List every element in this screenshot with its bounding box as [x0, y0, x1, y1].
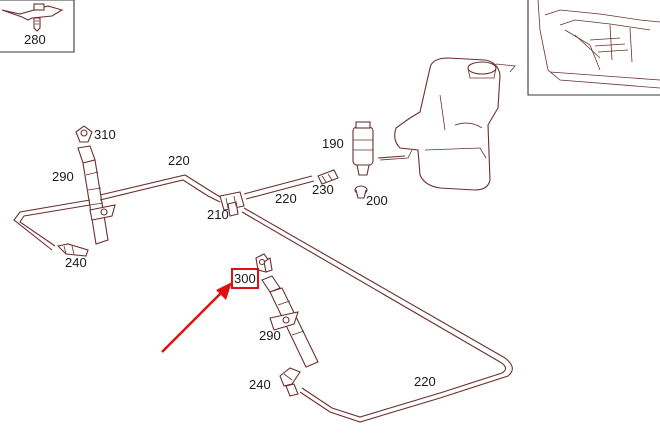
washer-pump	[352, 121, 374, 176]
label-290-left: 290	[52, 169, 74, 184]
label-200: 200	[366, 193, 388, 208]
pointer-arrow	[161, 282, 232, 353]
grommet-200	[354, 185, 368, 199]
label-220-top: 220	[168, 153, 190, 168]
label-310: 310	[94, 127, 116, 142]
inset-280: 280	[0, 0, 75, 53]
label-220-bottom: 220	[414, 374, 436, 389]
label-190: 190	[322, 136, 344, 151]
windscreen-detail-icon	[537, 0, 660, 89]
washer-reservoir	[379, 57, 516, 191]
label-290-right: 290	[259, 328, 281, 343]
label-220-mid: 220	[275, 191, 297, 206]
check-valve-230	[317, 169, 339, 185]
label-230: 230	[312, 182, 334, 197]
t-connector-210	[219, 191, 245, 217]
clip-280-icon	[1, 3, 64, 32]
left-nozzle-assembly	[75, 125, 116, 245]
highlight-box-300	[231, 268, 259, 289]
label-300: 300	[234, 271, 256, 286]
right-nozzle-assembly	[255, 253, 319, 368]
hoses	[13, 155, 513, 423]
label-210: 210	[207, 207, 229, 222]
label-240-right: 240	[249, 377, 271, 392]
inset-windscreen	[527, 0, 660, 96]
label-280: 280	[24, 32, 46, 47]
label-240-left: 240	[65, 255, 87, 270]
connector-240-right	[279, 367, 301, 397]
connector-240-left	[56, 243, 89, 257]
